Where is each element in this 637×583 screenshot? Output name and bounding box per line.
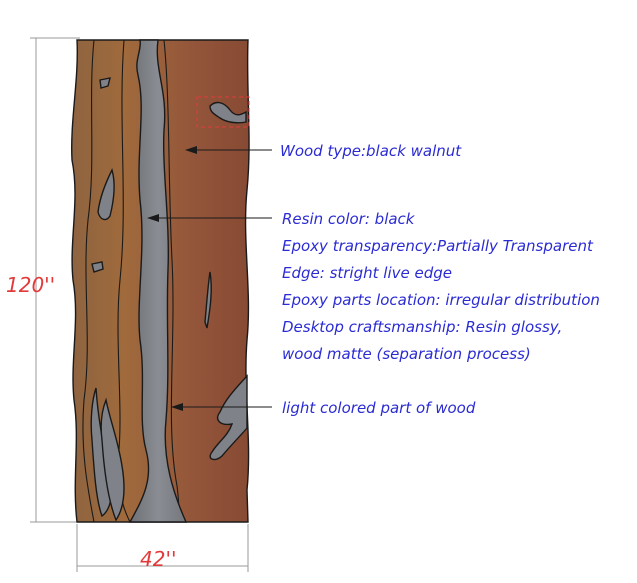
resin-inclusion-1 — [99, 77, 111, 89]
light-wood-area-3 — [100, 397, 125, 522]
edge-note: Edge: stright live edge — [282, 264, 452, 282]
epoxy-transparency-note: Epoxy transparency:Partially Transparent — [282, 237, 594, 255]
length-dimension: 120'' — [6, 37, 80, 523]
wood-type-note: Wood type:black walnut — [280, 142, 462, 160]
resin-river — [128, 39, 188, 523]
craftsmanship-note-line-2: wood matte (separation process) — [282, 345, 531, 363]
resin-inclusion-2 — [97, 168, 115, 221]
resin-color-note: Resin color: black — [282, 210, 416, 228]
craftsmanship-note-line-1: Desktop craftsmanship: Resin glossy, — [282, 318, 562, 336]
resin-inclusion-5 — [209, 101, 247, 124]
light-wood-note: light colored part of wood — [282, 399, 476, 417]
light-wood-area-1 — [209, 374, 248, 461]
resin-inclusion-3 — [91, 261, 104, 273]
width-dimension: 42'' — [76, 524, 249, 572]
highlight-box — [196, 96, 250, 128]
epoxy-location-note: Epoxy parts location: irregular distribu… — [282, 291, 600, 309]
length-label: 120'' — [6, 273, 55, 297]
width-label: 42'' — [140, 547, 176, 571]
resin-inclusion-4 — [204, 271, 212, 329]
